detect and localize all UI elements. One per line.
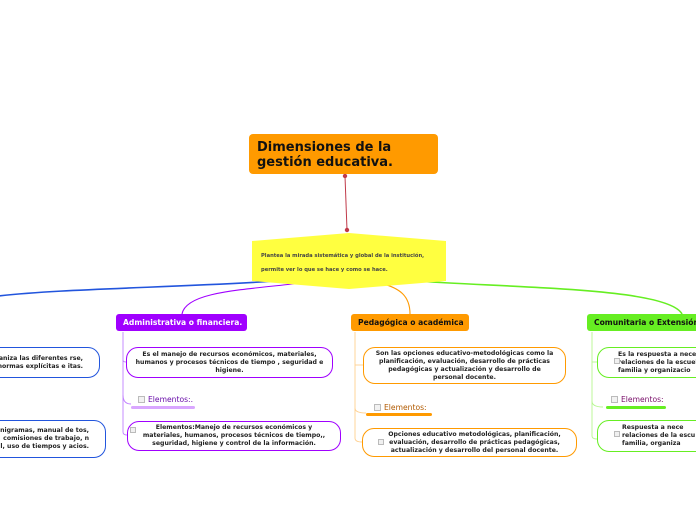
link-adm-stem2 bbox=[122, 360, 128, 436]
link-directiva bbox=[0, 279, 293, 297]
administrativa-card-2[interactable]: Elementos:Manejo de recursos económicos … bbox=[127, 421, 341, 451]
collapse-icon[interactable] bbox=[614, 431, 620, 437]
directiva-card-2[interactable]: organigramas, manual de tos, comisiones … bbox=[0, 420, 106, 458]
description-note[interactable]: Plantea la mirada sistemática y global d… bbox=[252, 233, 446, 289]
pedagogica-elements[interactable]: Elementos: bbox=[374, 402, 427, 412]
comunitaria-elements[interactable]: Elementos: bbox=[611, 394, 664, 404]
link-adm-elements bbox=[122, 394, 132, 405]
collapse-icon[interactable] bbox=[614, 358, 620, 364]
note-line-2: permite ver lo que se hace y como se hac… bbox=[261, 267, 388, 273]
branch-pedagogica-label: Pedagógica o académica bbox=[358, 318, 464, 327]
pedagogica-card-1-text: Son las opciones educativo-metodológicas… bbox=[375, 349, 554, 381]
comunitaria-card-2-text: Respuesta a nece relaciones de la escu f… bbox=[622, 424, 696, 447]
branch-pedagogica[interactable]: Pedagógica o académica bbox=[351, 314, 469, 331]
branch-comunitaria[interactable]: Comunitaria o Extensión bbox=[587, 314, 696, 331]
pedagogica-card-1[interactable]: Son las opciones educativo-metodológicas… bbox=[363, 347, 566, 384]
administrativa-card-1[interactable]: Es el manejo de recursos económicos, mat… bbox=[126, 347, 333, 378]
pedagogica-card-2[interactable]: Opciones educativo metodológicas, planif… bbox=[362, 428, 577, 457]
link-ped-elements bbox=[354, 407, 367, 414]
administrativa-elements-underline bbox=[131, 406, 195, 409]
comunitaria-card-1[interactable]: Es la respuesta a neces relaciones de la… bbox=[597, 347, 696, 378]
link-com-stem bbox=[591, 332, 598, 440]
link-com-elements bbox=[591, 400, 604, 408]
root-link-dot-bottom bbox=[344, 227, 350, 233]
collapse-icon[interactable] bbox=[130, 427, 136, 433]
collapse-icon[interactable] bbox=[378, 439, 384, 445]
branch-comunitaria-label: Comunitaria o Extensión bbox=[594, 318, 696, 327]
comunitaria-card-1-text: Es la respuesta a neces relaciones de la… bbox=[618, 350, 696, 374]
collapse-icon[interactable] bbox=[138, 395, 145, 403]
root-title: Dimensiones de la gestión educativa. bbox=[257, 140, 393, 170]
branch-administrativa[interactable]: Administrativa o financiera. bbox=[116, 314, 247, 331]
pedagogica-elements-underline bbox=[366, 413, 432, 416]
administrativa-elements-label: Elementos:. bbox=[148, 394, 194, 404]
administrativa-elements[interactable]: Elementos:. bbox=[138, 394, 193, 404]
comunitaria-elements-label: Elementos: bbox=[621, 394, 664, 404]
comunitaria-elements-underline bbox=[606, 406, 666, 409]
root-topic[interactable]: Dimensiones de la gestión educativa. bbox=[249, 134, 438, 174]
collapse-icon[interactable] bbox=[611, 395, 618, 403]
comunitaria-card-2[interactable]: Respuesta a nece relaciones de la escu f… bbox=[597, 420, 696, 452]
collapse-icon[interactable] bbox=[374, 403, 381, 411]
pedagogica-card-2-text: Opciones educativo metodológicas, planif… bbox=[388, 430, 561, 454]
pedagogica-elements-label: Elementos: bbox=[384, 402, 427, 412]
root-link bbox=[344, 175, 348, 231]
link-ped-stem bbox=[354, 332, 363, 443]
note-line-1: Plantea la mirada sistemática y global d… bbox=[261, 253, 425, 259]
directiva-card-2-text: organigramas, manual de tos, comisiones … bbox=[0, 427, 89, 450]
link-administrativa bbox=[181, 282, 303, 315]
administrativa-card-1-text: Es el manejo de recursos económicos, mat… bbox=[135, 350, 324, 374]
branch-administrativa-label: Administrativa o financiera. bbox=[123, 318, 243, 327]
note-hexagon-shape bbox=[252, 233, 446, 289]
directiva-card-1-text: organiza las diferentes rse, normas expl… bbox=[0, 354, 83, 370]
link-comunitaria bbox=[414, 280, 683, 315]
root-link-dot-top bbox=[342, 173, 348, 179]
directiva-card-1[interactable]: organiza las diferentes rse, normas expl… bbox=[0, 347, 100, 378]
administrativa-card-2-text: Elementos:Manejo de recursos económicos … bbox=[142, 424, 326, 447]
